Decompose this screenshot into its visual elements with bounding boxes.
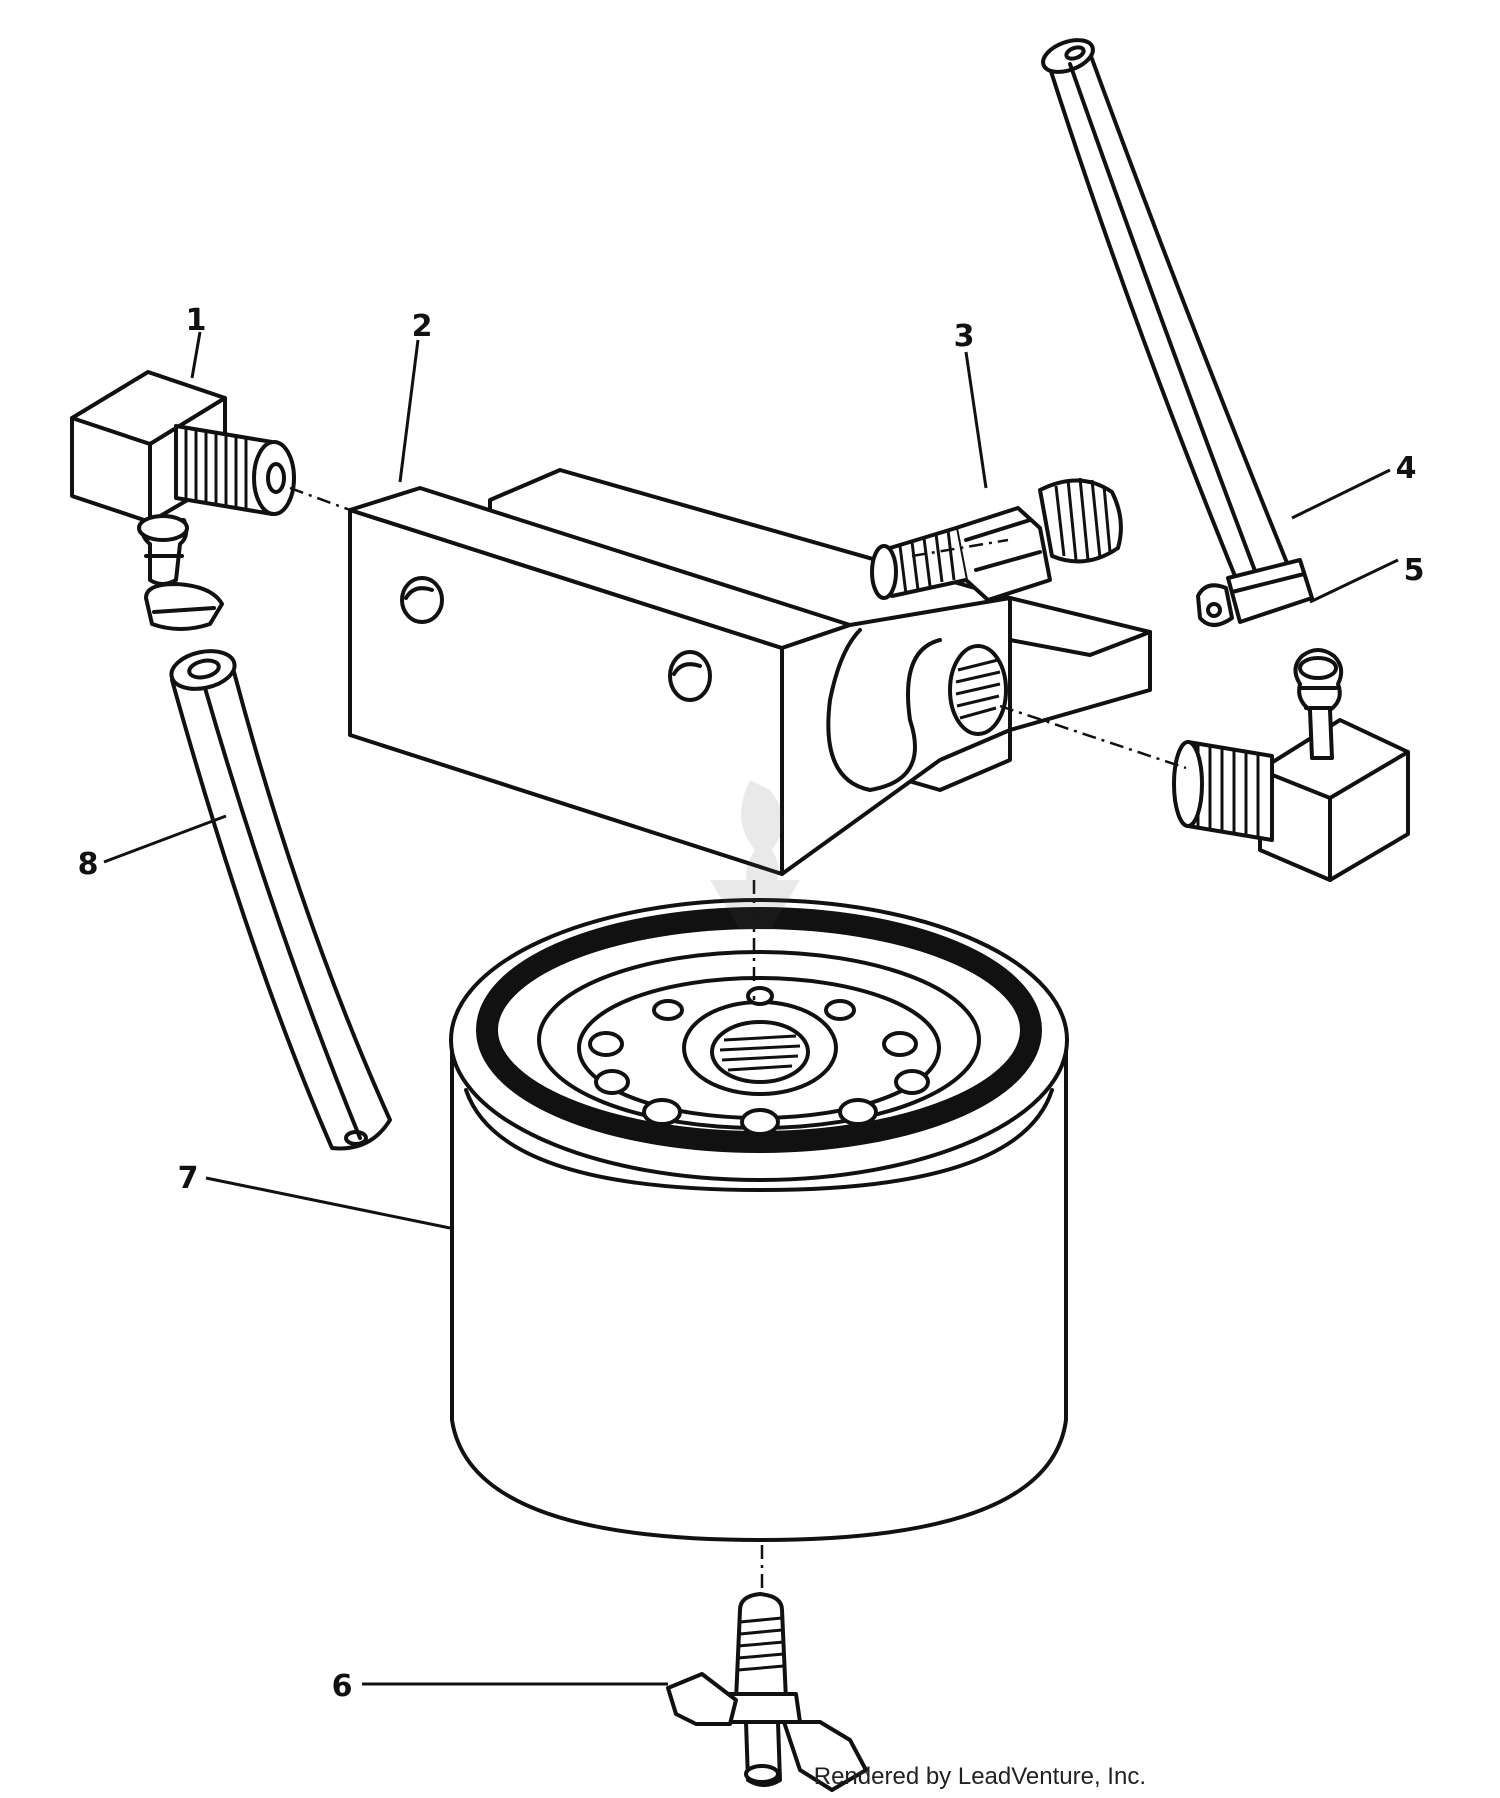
callout-6: 6	[332, 1669, 353, 1704]
filter-gasket	[476, 907, 1042, 1153]
right-elbow-fitting[interactable]	[1172, 648, 1410, 882]
leader-lines	[103, 331, 1399, 1686]
callout-numbers: 1 2 3 4 5 6 7 8	[78, 303, 1425, 1704]
part-6-drain-valve[interactable]	[666, 1592, 868, 1792]
part-2-adapter-block[interactable]	[348, 468, 1152, 876]
callout-5: 5	[1404, 553, 1425, 588]
part-3-threads	[898, 529, 956, 595]
filter-center-threads	[719, 1034, 801, 1072]
callout-3: 3	[954, 319, 975, 354]
callout-7: 7	[178, 1161, 199, 1196]
callout-1: 1	[186, 303, 207, 338]
callout-8: 8	[78, 847, 99, 882]
render-credit: Rendered by LeadVenture, Inc.	[814, 1763, 1146, 1790]
part-7-oil-filter[interactable]	[449, 898, 1069, 1542]
part-6-threads	[737, 1616, 785, 1672]
callout-4: 4	[1396, 451, 1417, 486]
part-1-elbow-fitting[interactable]	[70, 370, 296, 631]
leadventure-watermark	[710, 780, 800, 930]
part-1-threads	[184, 428, 248, 510]
part-8-hose[interactable]	[168, 646, 392, 1151]
assembly-centerlines	[289, 486, 1187, 1594]
part-3-knurl	[1054, 477, 1112, 561]
part-2-port-threads	[955, 658, 1001, 720]
callout-2: 2	[412, 309, 433, 344]
part-3-fitting[interactable]	[870, 477, 1123, 602]
part-4-hose[interactable]	[1039, 34, 1300, 610]
filter-holes	[588, 986, 930, 1136]
part-5-clamp[interactable]	[1196, 558, 1314, 627]
